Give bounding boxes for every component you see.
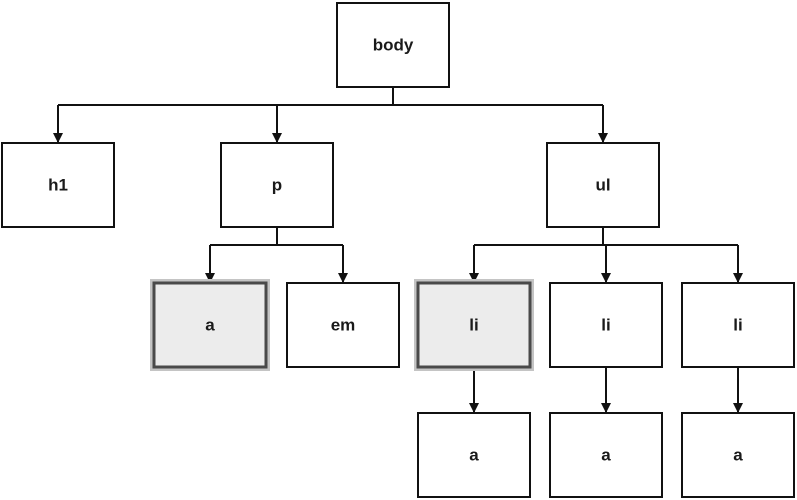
node-label: a: [601, 446, 611, 465]
node-box: [681, 282, 795, 368]
node-label: a: [733, 446, 743, 465]
node-label: a: [469, 446, 479, 465]
node-label: p: [272, 176, 282, 195]
node-label: h1: [48, 176, 68, 195]
node-li2-a: a: [549, 412, 663, 498]
node-li3: li: [681, 282, 795, 368]
node-box: [546, 142, 660, 228]
node-box: [286, 282, 400, 368]
node-p-a: a: [150, 279, 270, 371]
node-box: [220, 142, 334, 228]
node-label: li: [733, 316, 742, 335]
node-box: [336, 2, 450, 88]
node-ul: ul: [546, 142, 660, 228]
node-p: p: [220, 142, 334, 228]
node-label: ul: [595, 176, 610, 195]
node-label: em: [331, 316, 356, 335]
node-box: [152, 281, 268, 369]
node-label: li: [601, 316, 610, 335]
node-box: [417, 412, 531, 498]
node-li1-a: a: [417, 412, 531, 498]
node-label: li: [469, 316, 478, 335]
node-li3-a: a: [681, 412, 795, 498]
node-h1: h1: [1, 142, 115, 228]
node-li1: li: [414, 279, 534, 371]
node-label: a: [205, 316, 215, 335]
highlight-halo: [150, 279, 270, 371]
node-p-em: em: [286, 282, 400, 368]
node-label: body: [373, 36, 414, 55]
node-li2: li: [549, 282, 663, 368]
highlight-halo: [414, 279, 534, 371]
node-box: [416, 281, 532, 369]
node-box: [1, 142, 115, 228]
node-box: [549, 412, 663, 498]
connectors: [53, 87, 743, 413]
node-body: body: [336, 2, 450, 88]
node-box: [549, 282, 663, 368]
node-box: [681, 412, 795, 498]
